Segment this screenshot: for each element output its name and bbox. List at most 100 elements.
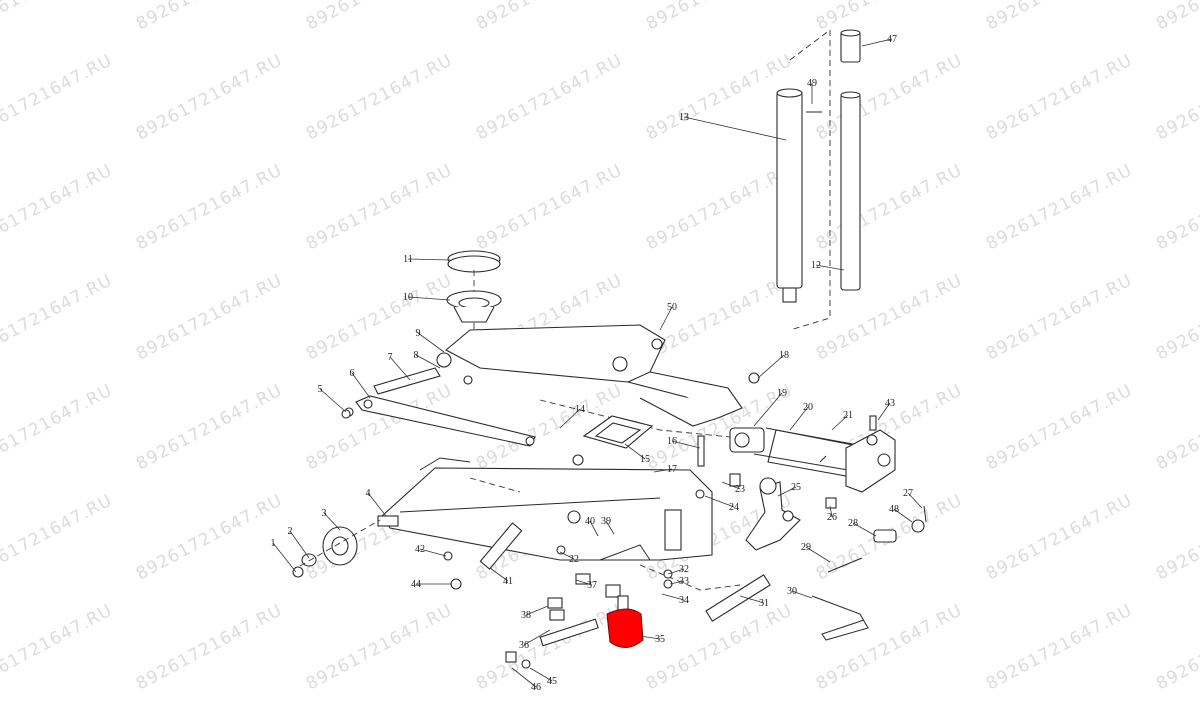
- watermark-text: 89261721647.RU: [1153, 270, 1200, 364]
- callout-label-9: 9: [416, 328, 421, 339]
- callout-label-13: 13: [679, 112, 689, 123]
- callout-label-2: 2: [288, 526, 293, 537]
- watermark-text: 89261721647.RU: [643, 160, 796, 254]
- callout-label-45: 45: [547, 676, 557, 687]
- rear-wheel-assembly: [292, 515, 771, 622]
- leader-line-20: [789, 406, 809, 431]
- callout-label-41: 41: [503, 576, 513, 587]
- leader-line-30: [791, 590, 813, 599]
- callout-label-29: 29: [801, 542, 811, 553]
- callout-label-42: 42: [415, 544, 425, 555]
- leader-line-32: [667, 568, 685, 575]
- leader-line-31: [739, 595, 765, 604]
- watermark-text: 89261721647.RU: [133, 380, 286, 474]
- base-frame: [381, 399, 761, 591]
- leader-line-40: [589, 520, 599, 537]
- leader-line-37: [575, 579, 593, 586]
- watermark-text: 89261721647.RU: [0, 50, 116, 144]
- callout-label-31: 31: [759, 598, 769, 609]
- callout-label-19: 19: [777, 388, 787, 399]
- link-rods: [344, 367, 536, 447]
- callout-label-6: 6: [350, 368, 355, 379]
- callout-leaders: [272, 38, 923, 688]
- leader-line-46: [511, 667, 537, 688]
- watermark-text: 89261721647.RU: [0, 160, 116, 254]
- watermark-text: 89261721647.RU: [983, 0, 1136, 34]
- watermark-text: 89261721647.RU: [1153, 0, 1200, 34]
- callout-label-30: 30: [787, 586, 797, 597]
- leader-line-3: [323, 512, 341, 531]
- leader-line-19: [753, 392, 783, 427]
- leader-line-7: [389, 356, 411, 381]
- leader-line-33: [669, 580, 685, 585]
- watermark-text: 89261721647.RU: [0, 600, 116, 694]
- leader-line-9: [417, 332, 445, 353]
- leader-line-24: [704, 495, 735, 508]
- leader-line-36: [523, 629, 551, 646]
- callout-label-25: 25: [791, 482, 801, 493]
- leader-line-16: [671, 440, 701, 449]
- watermark-text: 89261721647.RU: [0, 270, 116, 364]
- callout-label-16: 16: [667, 436, 677, 447]
- callout-label-5: 5: [318, 384, 323, 395]
- leader-line-22: [559, 551, 575, 560]
- watermark-text: 89261721647.RU: [983, 270, 1136, 364]
- leader-line-27: [907, 492, 923, 509]
- callout-label-23: 23: [735, 484, 745, 495]
- callout-label-11: 11: [403, 254, 413, 265]
- watermark-text: 89261721647.RU: [983, 600, 1136, 694]
- watermark-text: 89261721647.RU: [0, 0, 116, 34]
- callout-label-48: 48: [889, 504, 899, 515]
- watermark-text: 89261721647.RU: [303, 50, 456, 144]
- pump-assembly: [729, 427, 896, 493]
- watermark-text: 89261721647.RU: [133, 0, 286, 34]
- leader-line-10: [407, 296, 451, 301]
- leader-line-11: [407, 258, 451, 261]
- leader-line-26: [829, 505, 833, 518]
- leader-line-4: [367, 492, 387, 517]
- leader-line-41: [489, 567, 509, 582]
- callout-label-17: 17: [667, 464, 677, 475]
- leader-line-17: [653, 468, 673, 473]
- leader-line-1: [272, 542, 297, 573]
- leader-line-8: [415, 354, 441, 369]
- callout-label-21: 21: [843, 410, 853, 421]
- callout-label-39: 39: [601, 516, 611, 527]
- callout-label-27: 27: [903, 488, 913, 499]
- highlighted-release-valve: [606, 595, 644, 648]
- watermark-text: 89261721647.RU: [303, 600, 456, 694]
- watermark-text: 89261721647.RU: [133, 160, 286, 254]
- watermark-text: 89261721647.RU: [1153, 490, 1200, 584]
- callout-label-12: 12: [811, 260, 821, 271]
- watermark-text: 89261721647.RU: [983, 380, 1136, 474]
- leader-line-6: [351, 372, 371, 399]
- watermark-text: 89261721647.RU: [813, 600, 966, 694]
- leader-line-12: [815, 264, 845, 271]
- callout-label-20: 20: [803, 402, 813, 413]
- leader-line-2: [289, 530, 310, 559]
- callout-label-34: 34: [679, 595, 689, 606]
- leader-line-48: [893, 508, 913, 523]
- handle-socket: [745, 477, 927, 641]
- watermark-text: 89261721647.RU: [1153, 160, 1200, 254]
- callout-label-46: 46: [531, 682, 541, 693]
- callout-label-40: 40: [585, 516, 595, 527]
- watermark-text: 89261721647.RU: [133, 50, 286, 144]
- callout-label-43: 43: [885, 398, 895, 409]
- callout-label-33: 33: [679, 576, 689, 587]
- callout-label-10: 10: [403, 292, 413, 303]
- watermark-text: 89261721647.RU: [303, 270, 456, 364]
- watermark-text: 89261721647.RU: [0, 490, 116, 584]
- leader-line-21: [831, 414, 849, 431]
- callout-label-36: 36: [519, 640, 529, 651]
- leader-line-50: [659, 306, 673, 331]
- leader-line-43: [877, 402, 891, 421]
- callout-label-28: 28: [848, 518, 858, 529]
- callout-label-49: 49: [807, 78, 817, 89]
- callout-label-47: 47: [887, 34, 897, 45]
- leader-line-45: [529, 667, 553, 682]
- callout-label-22: 22: [569, 554, 579, 565]
- leader-line-25: [777, 486, 797, 497]
- watermark-text: 89261721647.RU: [0, 380, 116, 474]
